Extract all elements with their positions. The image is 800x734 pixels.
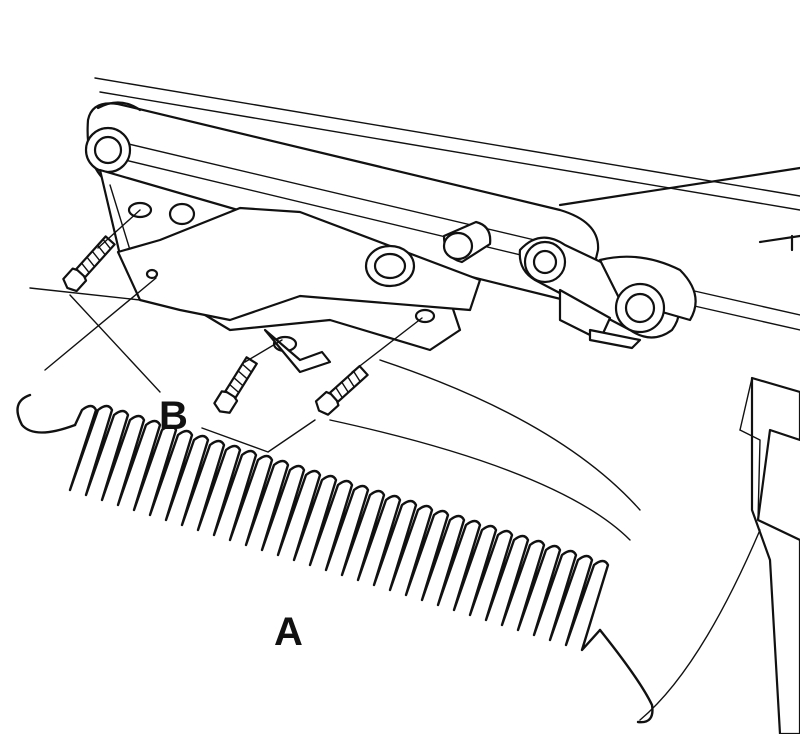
callout-b-leaders [69, 294, 316, 453]
callout-label-a: A [274, 610, 303, 654]
tension-spring [16, 393, 654, 724]
bolt-right [314, 364, 369, 416]
callout-label-b: B [159, 394, 188, 438]
hook-plate [116, 206, 482, 374]
stud [442, 220, 492, 264]
installation-guides [44, 209, 423, 373]
pivot-bushing [364, 244, 416, 288]
bolt-center [213, 356, 258, 414]
body-panel [29, 77, 800, 541]
link-assembly [518, 236, 697, 350]
bolt-upper-left [62, 235, 116, 293]
body-bracket-right [639, 376, 800, 734]
